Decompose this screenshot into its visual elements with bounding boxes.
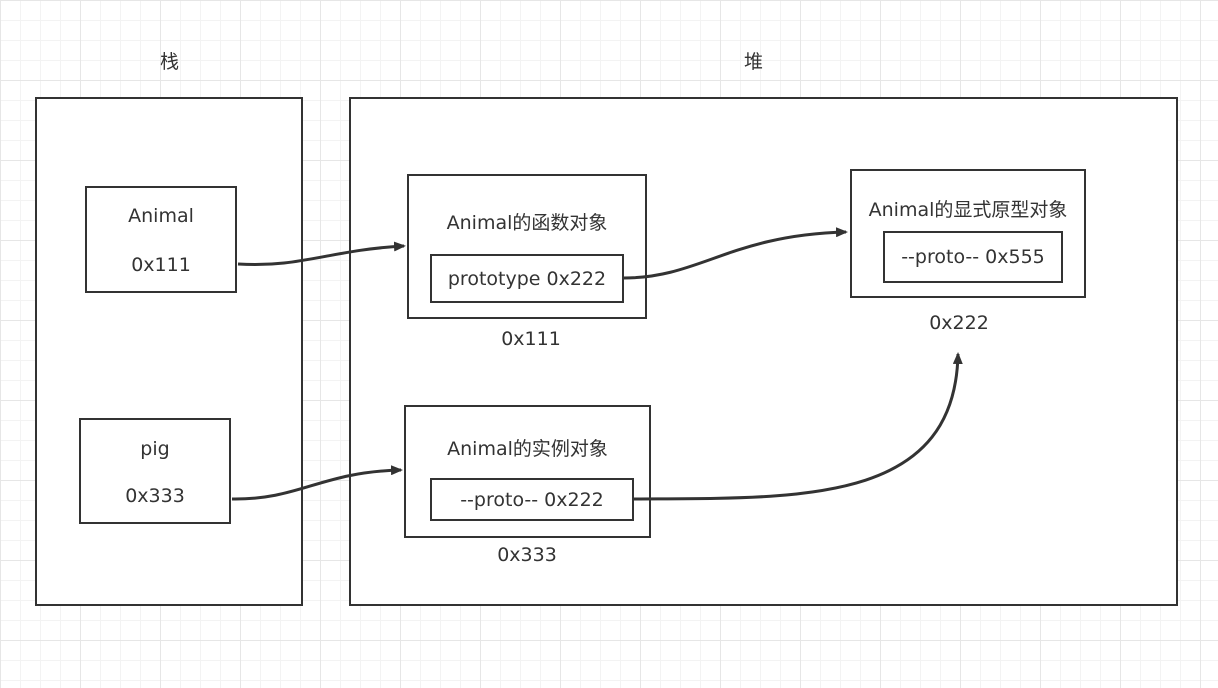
instance-object-field-box[interactable] [430, 478, 634, 521]
function-object-field: prototype 0x222 [447, 268, 607, 290]
stack-pig-box[interactable] [79, 418, 231, 524]
stack-region [35, 97, 303, 606]
function-object-title: Animal的函数对象 [446, 212, 608, 234]
prototype-object-title: Animal的显式原型对象 [868, 199, 1068, 221]
instance-object-field: --proto-- 0x222 [460, 489, 604, 511]
instance-object-address: 0x333 [497, 544, 557, 566]
heap-heading: 堆 [744, 51, 764, 73]
function-object-address: 0x111 [501, 328, 561, 350]
prototype-object-field-box[interactable] [883, 231, 1063, 283]
stack-pig-name: pig [140, 438, 170, 460]
stack-animal-name: Animal [128, 205, 194, 227]
prototype-object-address: 0x222 [929, 312, 989, 334]
stack-animal-address: 0x111 [131, 254, 191, 276]
stack-pig-address: 0x333 [125, 485, 185, 507]
instance-object-title: Animal的实例对象 [447, 438, 608, 460]
stack-heading: 栈 [160, 51, 180, 73]
prototype-object-field: --proto-- 0x555 [901, 246, 1045, 268]
function-object-field-box[interactable] [430, 254, 624, 303]
stack-animal-box[interactable] [85, 186, 237, 293]
